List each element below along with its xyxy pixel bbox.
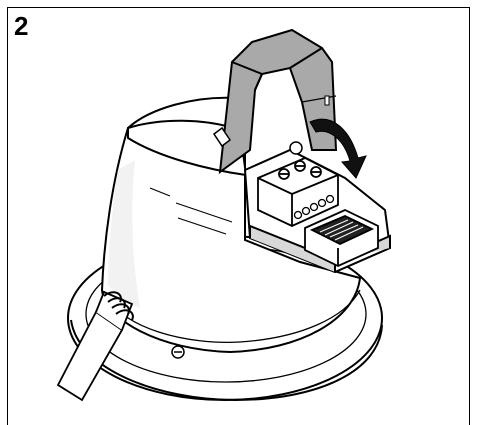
terminal-openings — [293, 194, 335, 220]
spring-clip — [56, 290, 134, 402]
step-number: 2 — [14, 11, 29, 41]
driver-connector — [304, 209, 379, 267]
diagram-frame — [7, 7, 470, 425]
hinged-cover — [218, 28, 338, 175]
housing-highlights — [149, 187, 233, 235]
housing-shade — [108, 160, 140, 308]
hinge-detail — [212, 126, 303, 155]
housing-screw — [171, 345, 185, 359]
terminal-block — [257, 157, 339, 227]
curved-arrow-icon — [309, 118, 367, 179]
